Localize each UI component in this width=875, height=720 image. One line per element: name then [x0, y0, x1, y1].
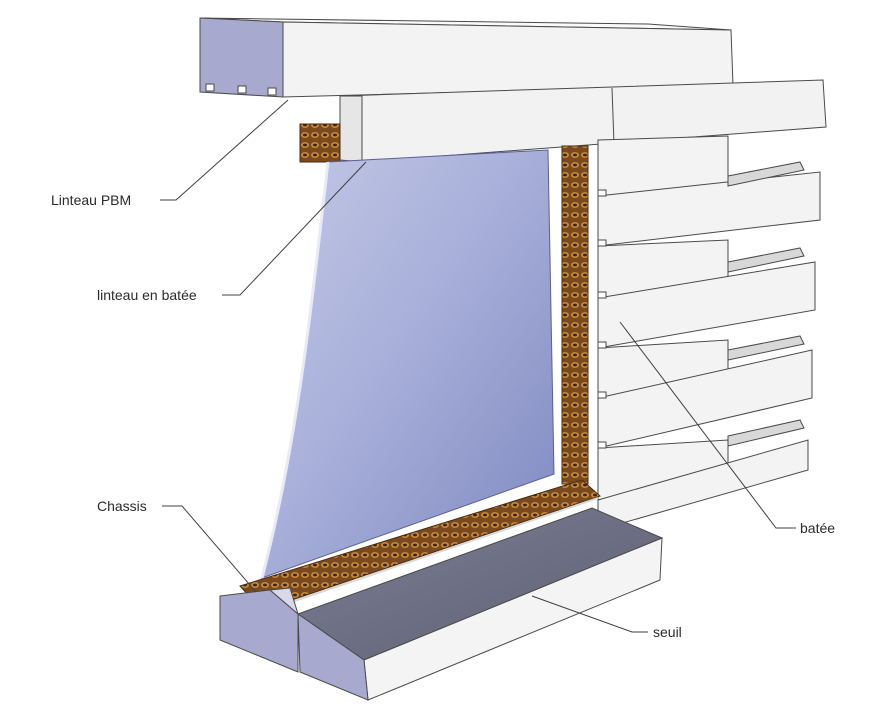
- wall-block-stack: [597, 135, 821, 531]
- leader-batee: [619, 321, 796, 529]
- leader-linteau-pbm: [160, 99, 289, 201]
- label-batee: batée: [800, 520, 836, 536]
- jamb-frame-wood: [561, 145, 589, 485]
- seuil-sill: [261, 497, 664, 701]
- linteau-pbm-block: [199, 17, 734, 98]
- leader-lines: [160, 99, 796, 633]
- label-linteau-en-batee: linteau en batée: [97, 287, 197, 303]
- batee-lintel-block: [339, 79, 827, 163]
- chassis-base-block: [219, 587, 299, 673]
- label-seuil: seuil: [653, 624, 682, 640]
- leader-chassis: [162, 505, 257, 593]
- leader-seuil: [531, 595, 648, 633]
- label-chassis: Chassis: [97, 498, 147, 514]
- leader-linteau-batee: [222, 161, 367, 296]
- label-linteau-pbm: Linteau PBM: [51, 192, 132, 208]
- glass-edge-highlight: [260, 161, 330, 579]
- batee-reveal-notches: [597, 189, 607, 449]
- head-frame-wood: [299, 123, 341, 163]
